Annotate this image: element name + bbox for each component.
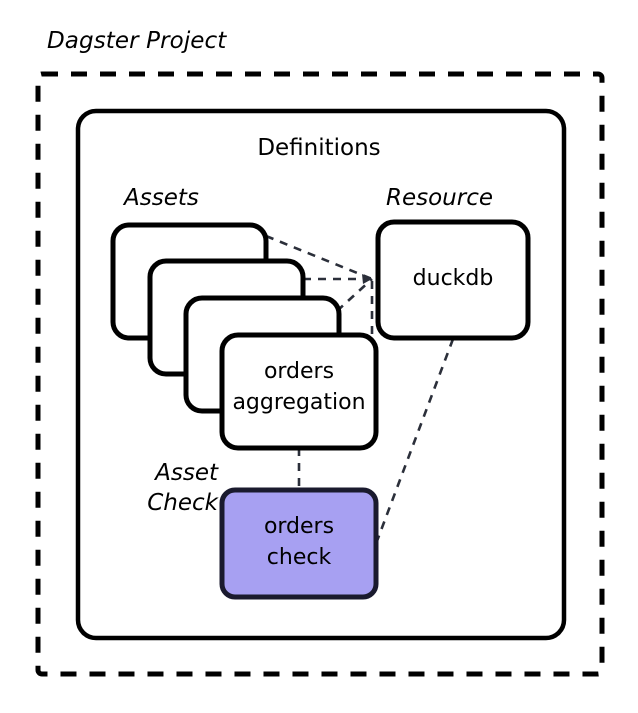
edge-asset1-to-duckdb <box>265 234 373 281</box>
resource-group-label: Resource <box>386 185 494 211</box>
definitions-heading: Definitions <box>257 135 381 161</box>
edge-asset3-to-duckdb <box>336 278 373 312</box>
asset-check-group-label: Asset Check <box>147 460 218 516</box>
edge-arrowheads <box>362 274 372 284</box>
assets-group-label: Assets <box>124 185 199 211</box>
duckdb-node-label: duckdb <box>412 266 494 291</box>
orders-check-node-label: orders check <box>263 514 335 570</box>
page-title: Dagster Project <box>47 28 227 54</box>
asset-card-1[interactable] <box>110 222 269 341</box>
edge-duckdb-to-orderscheck <box>375 338 455 542</box>
orders-aggregation-node-label: orders aggregation <box>232 359 366 415</box>
